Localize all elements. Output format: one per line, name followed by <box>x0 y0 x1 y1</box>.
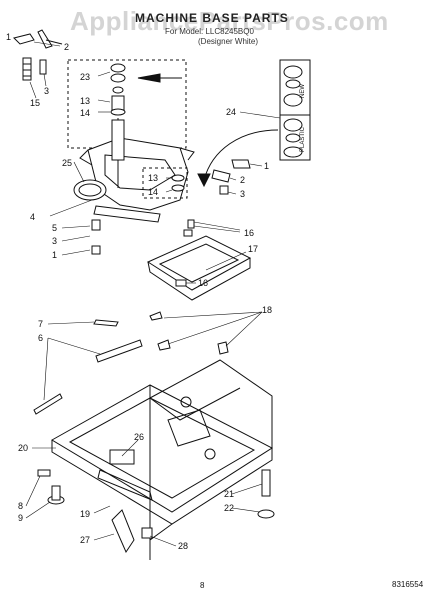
callout-3: 3 <box>44 86 49 96</box>
callout-26: 26 <box>134 432 144 442</box>
callout-3-lower: 3 <box>52 236 57 246</box>
part-23-cap <box>110 63 126 94</box>
callout-labels: 1 2 3 15 23 13 14 24 25 13 14 1 2 3 4 5 … <box>6 32 272 551</box>
callout-14-lower: 14 <box>148 187 158 197</box>
callout-2: 2 <box>64 42 69 52</box>
callout-8: 8 <box>18 501 23 511</box>
part-27-bracket <box>111 509 135 554</box>
callout-23: 23 <box>80 72 90 82</box>
document-id: 8316554 <box>392 580 424 589</box>
part-gearcase-4 <box>79 119 195 211</box>
part-machine-base-19 <box>51 359 273 560</box>
callout-13-lower: 13 <box>148 173 158 183</box>
part-clip-top-left <box>13 29 63 49</box>
leader-lines <box>25 41 281 547</box>
part-7-strip <box>93 319 119 327</box>
callout-28: 28 <box>178 541 188 551</box>
callout-6: 6 <box>38 333 43 343</box>
callout-1: 1 <box>6 32 11 42</box>
color-subtitle: (Designer White) <box>198 37 259 46</box>
callout-20: 20 <box>18 443 28 453</box>
part-13-14-bearing <box>110 95 126 116</box>
callout-21: 21 <box>224 489 234 499</box>
callout-18: 18 <box>262 305 272 315</box>
callout-16: 16 <box>244 228 254 238</box>
callout-4: 4 <box>30 212 35 222</box>
part-motor-mount-17 <box>146 219 252 301</box>
callout-7: 7 <box>38 319 43 329</box>
arrow-curve <box>203 129 279 181</box>
part-18-clips <box>149 311 229 355</box>
diagram-title: MACHINE BASE PARTS <box>135 11 289 25</box>
kit-label-plastic: PLASTIC <box>300 126 306 152</box>
part-foot-21-22 <box>257 469 275 519</box>
detail-box-lower <box>142 167 188 199</box>
callout-13: 13 <box>80 96 90 106</box>
callout-19: 19 <box>80 509 90 519</box>
part-foot-8-9 <box>37 469 65 505</box>
callout-25: 25 <box>62 158 72 168</box>
callout-3-right: 3 <box>240 189 245 199</box>
callout-14: 14 <box>80 108 90 118</box>
part-bracket-5 <box>91 205 161 255</box>
part-6-brace <box>33 339 143 415</box>
part-clip-right <box>211 159 251 195</box>
callout-9: 9 <box>18 513 23 523</box>
callout-22: 22 <box>224 503 234 513</box>
callout-1-lower: 1 <box>52 250 57 260</box>
callout-2-right: 2 <box>240 175 245 185</box>
kit-label-new: NEW <box>300 84 306 98</box>
callout-16-lower: 16 <box>198 278 208 288</box>
callout-17: 17 <box>248 244 258 254</box>
callout-27: 27 <box>80 535 90 545</box>
part-drive-belt-25 <box>73 179 107 201</box>
part-28-clip <box>141 527 153 539</box>
callout-15: 15 <box>30 98 40 108</box>
model-subtitle: For Model: LLC8245BQ0 <box>165 27 254 36</box>
kit-box-24 <box>279 59 311 161</box>
page-number: 8 <box>200 581 205 590</box>
callout-5: 5 <box>52 223 57 233</box>
watermark: AppliancePartsPros.com <box>70 6 389 36</box>
callout-1-right: 1 <box>264 161 269 171</box>
callout-24: 24 <box>226 107 236 117</box>
part-spring-15 <box>22 57 47 81</box>
